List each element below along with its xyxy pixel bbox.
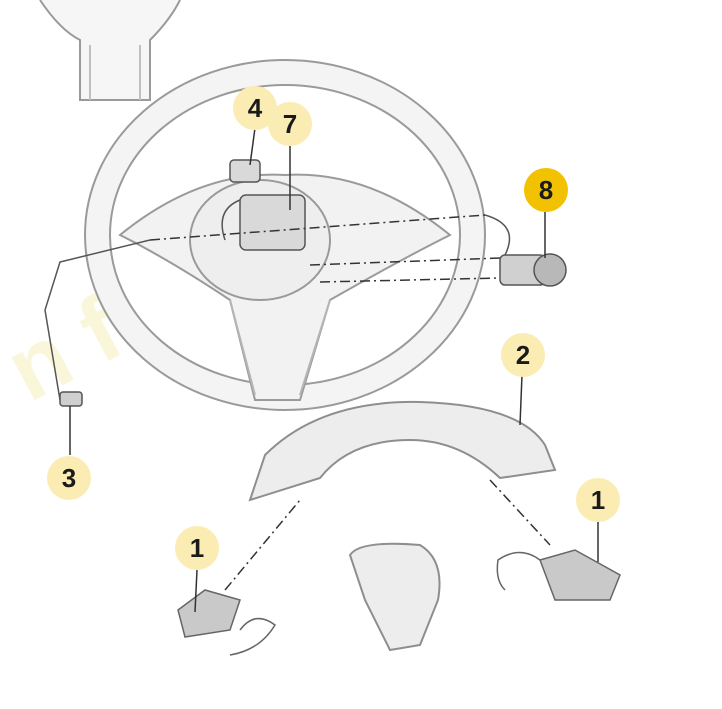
left-switch (177, 589, 276, 656)
part-3-cable (44, 239, 151, 407)
upper-part-fragment (39, 0, 181, 101)
control-module (221, 159, 306, 251)
callout-2[interactable]: 2 (501, 333, 545, 377)
callout-4[interactable]: 4 (233, 86, 277, 130)
part-8-assembly (484, 214, 567, 287)
right-switch (496, 549, 621, 601)
leader-lines (69, 127, 599, 613)
callout-8[interactable]: 8 (524, 168, 568, 212)
callout-1-right[interactable]: 1 (576, 478, 620, 522)
callout-7[interactable]: 7 (268, 102, 312, 146)
callout-1-left[interactable]: 1 (175, 526, 219, 570)
callout-3[interactable]: 3 (47, 456, 91, 500)
trim-cover (248, 400, 557, 652)
